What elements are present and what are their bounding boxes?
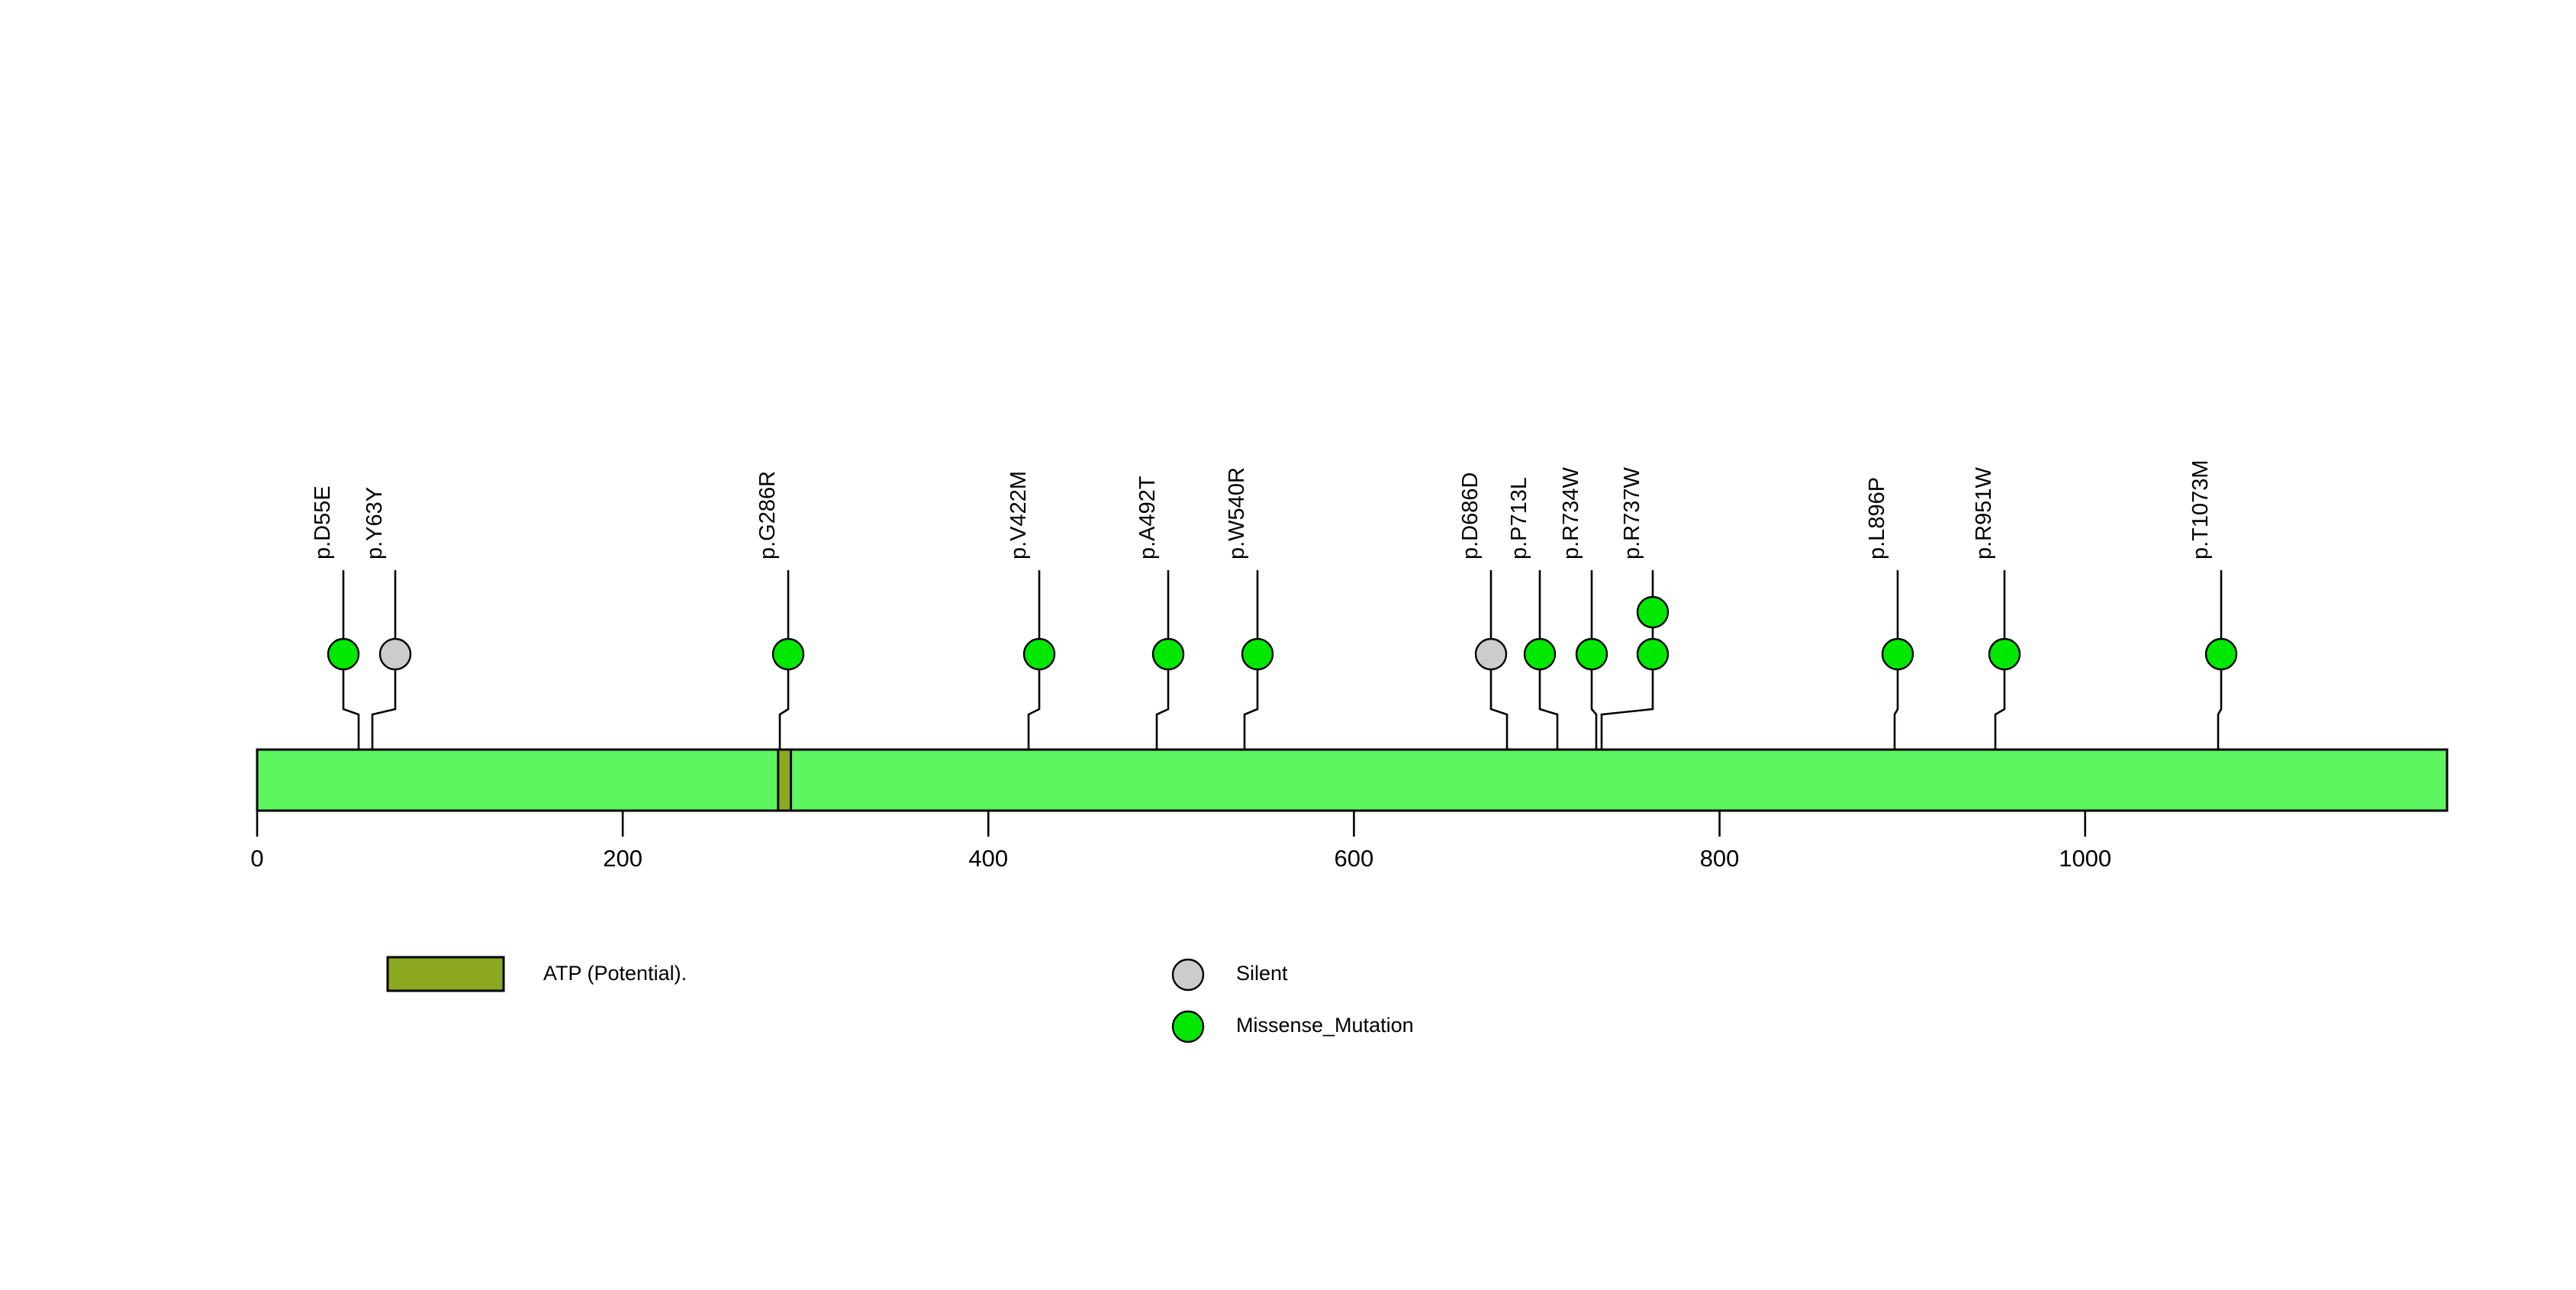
legend-mutation-swatch-0[interactable]: [1171, 958, 1205, 992]
mutation-node-p.R734W[interactable]: [1575, 637, 1608, 671]
mutation-label-p.A492T: p.A492T: [1135, 476, 1160, 560]
mutation-node-p.Y63Y[interactable]: [378, 637, 412, 671]
mutation-label-p.G286R: p.G286R: [755, 471, 780, 560]
axis-tick-label-400: 400: [968, 845, 1008, 872]
mutation-node-p.P713L[interactable]: [1523, 637, 1557, 671]
axis-tick-label-600: 600: [1335, 845, 1374, 872]
mutation-label-p.R951W: p.R951W: [1972, 466, 1996, 560]
mutation-label-p.P713L: p.P713L: [1507, 477, 1531, 560]
axis-tick-label-1000: 1000: [2059, 845, 2111, 872]
mutation-node-p.R737W-1[interactable]: [1636, 637, 1670, 671]
legend-mutation-swatch-1[interactable]: [1171, 1010, 1205, 1043]
lollipop-stems: [342, 570, 2223, 811]
axis-tick-label-800: 800: [1700, 845, 1740, 872]
mutation-label-p.V422M: p.V422M: [1006, 471, 1031, 560]
mutation-label-p.W540R: p.W540R: [1225, 467, 1249, 560]
mutation-node-p.D686D[interactable]: [1474, 637, 1508, 671]
protein-backbone: [256, 748, 2449, 812]
legend-mutation-label-1: Missense_Mutation: [1236, 1014, 1414, 1037]
legend-domain-swatch-0[interactable]: [386, 956, 505, 992]
mutation-labels: p.D55E p.Y63Y p.G286R p.V422M p.A492T p.W540R…: [311, 460, 2213, 560]
mutation-node-p.G286R[interactable]: [771, 637, 805, 671]
mutation-label-p.L896P: p.L896P: [1865, 477, 1889, 560]
domain-region-0[interactable]: [777, 748, 793, 812]
mutation-label-p.R737W: p.R737W: [1620, 466, 1644, 560]
mutation-label-p.Y63Y: p.Y63Y: [362, 487, 387, 560]
protein-bar-rect[interactable]: [256, 748, 2449, 812]
position-axis: 0 200 400 600 800 1000: [250, 811, 2111, 872]
mutation-node-p.R951W[interactable]: [1988, 637, 2021, 671]
mutation-node-p.V422M[interactable]: [1022, 637, 1056, 671]
mutation-node-p.D55E[interactable]: [327, 637, 360, 671]
mutation-node-p.L896P[interactable]: [1881, 637, 1914, 671]
mutation-label-p.T1073M: p.T1073M: [2188, 460, 2213, 560]
axis-tick-label-200: 200: [603, 845, 642, 872]
mutation-label-p.R734W: p.R734W: [1559, 466, 1583, 560]
mutation-node-p.R737W-2[interactable]: [1636, 595, 1670, 629]
mutation-node-p.W540R[interactable]: [1241, 637, 1274, 671]
domain-regions: [777, 748, 793, 812]
axis-tick-label-0: 0: [250, 845, 263, 872]
mutation-node-p.T1073M[interactable]: [2204, 637, 2238, 671]
mutation-node-p.A492T[interactable]: [1151, 637, 1185, 671]
legend-mutation-label-0: Silent: [1236, 962, 1288, 985]
legend-domain-label-0: ATP (Potential).: [543, 962, 687, 985]
mutation-nodes: [327, 595, 2238, 671]
mutation-label-p.D55E: p.D55E: [311, 485, 335, 560]
mutation-label-p.D686D: p.D686D: [1458, 472, 1483, 560]
